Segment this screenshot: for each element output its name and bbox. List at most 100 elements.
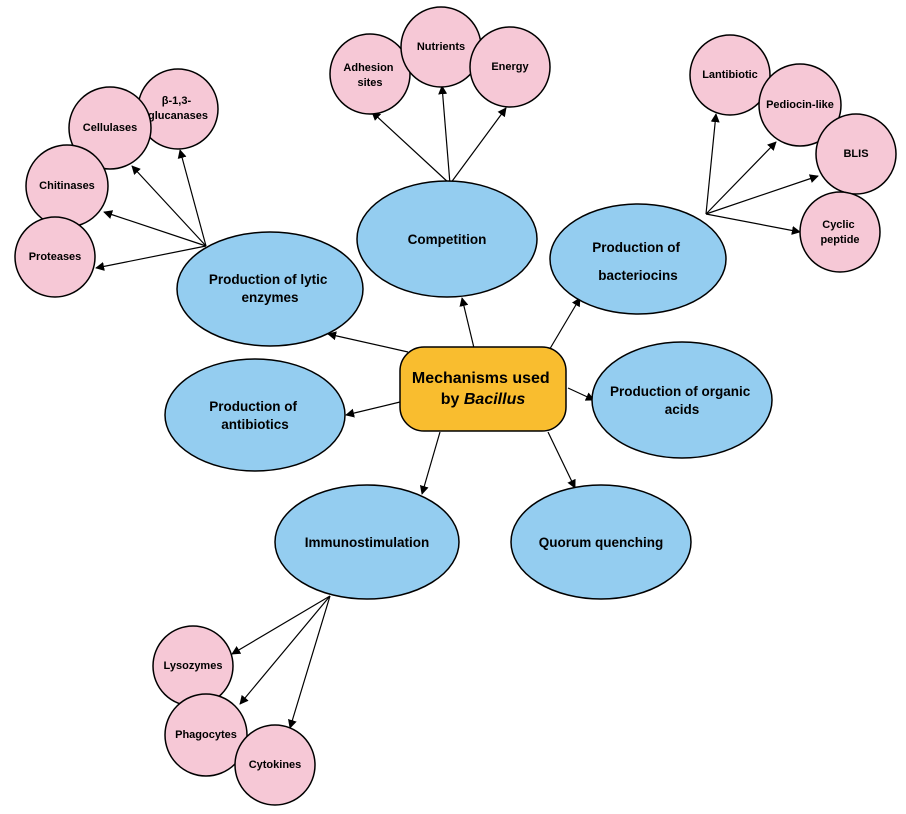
edge-competition-energy — [449, 107, 507, 185]
node-energy: Energy — [469, 26, 551, 108]
immuno-label-line1: Immunostimulation — [305, 535, 430, 550]
glucanases-label: β-1,3- glucanases — [148, 95, 208, 122]
cellulases-label: Cellulases — [83, 122, 137, 134]
bacteriocins-label-line2: bacteriocins — [598, 268, 678, 283]
center-label-bacillus: Bacillus — [464, 391, 525, 408]
phagocytes-label-line1: Phagocytes — [175, 729, 237, 741]
node-quorum-quenching: Quorum quenching — [510, 484, 692, 600]
edge-bacteriocins-lantibiotic — [705, 113, 720, 215]
edge-competition-adhesion — [371, 111, 451, 185]
energy-label-line1: Energy — [491, 61, 529, 73]
lytic-label-line2: enzymes — [241, 290, 298, 305]
chitinases-label-line1: Chitinases — [39, 180, 95, 192]
cytokines-label: Cytokines — [249, 759, 302, 771]
node-blis: BLIS — [815, 113, 897, 195]
edge-immuno-cytokines — [288, 595, 331, 729]
edge-center-quorum — [547, 431, 576, 489]
competition-label: Competition — [408, 232, 487, 247]
node-immunostimulation: Immunostimulation — [274, 484, 460, 600]
cyclic-label-line2: peptide — [820, 234, 859, 246]
pediocin-label-line1: Pediocin-like — [766, 99, 834, 111]
phagocytes-label: Phagocytes — [175, 729, 237, 741]
organic-label-line2: acids — [665, 402, 700, 417]
edge-bacteriocins-pediocin — [705, 141, 777, 215]
lysozymes-label-line1: Lysozymes — [164, 660, 223, 672]
chitinases-label: Chitinases — [39, 180, 95, 192]
adhesion-label: Adhesion sites — [343, 62, 396, 89]
edge-center-lytic — [327, 331, 409, 353]
competition-label-line1: Competition — [408, 232, 487, 247]
node-adhesion-sites: Adhesion sites — [329, 33, 411, 115]
nutrients-label: Nutrients — [417, 41, 465, 53]
proteases-label-line1: Proteases — [29, 251, 82, 263]
center-label-line2: by Bacillus — [441, 391, 526, 408]
adhesion-label-line1: Adhesion — [343, 62, 393, 74]
proteases-label: Proteases — [29, 251, 82, 263]
node-chitinases: Chitinases — [25, 144, 109, 228]
cytokines-label-line1: Cytokines — [249, 759, 302, 771]
edge-lytic-cellulases — [131, 165, 207, 247]
quorum-label-line1: Quorum quenching — [539, 535, 664, 550]
lytic-edges — [95, 149, 207, 271]
node-cytokines: Cytokines — [234, 724, 316, 806]
center-label-by: by — [441, 391, 464, 408]
node-lantibiotic: Lantibiotic — [689, 34, 771, 116]
blis-label-line1: BLIS — [843, 148, 868, 160]
cyclic-label-line1: Cyclic — [822, 219, 854, 231]
edge-center-competition — [459, 297, 475, 349]
node-competition: Competition — [356, 180, 538, 298]
edge-lytic-glucanases — [177, 149, 207, 247]
edge-immuno-phagocytes — [239, 595, 331, 705]
antibiotics-label-line2: antibiotics — [221, 417, 289, 432]
center-label: Mechanisms used by Bacillus — [412, 370, 554, 408]
center-edges — [327, 297, 595, 495]
edge-immuno-lysozymes — [231, 595, 331, 655]
node-proteases: Proteases — [14, 216, 96, 298]
edge-bacteriocins-cyclic — [705, 213, 801, 235]
lantibiotic-label: Lantibiotic — [702, 69, 758, 81]
cyclic-label: Cyclic peptide — [820, 219, 859, 246]
edge-bacteriocins-blis — [705, 174, 819, 215]
node-lytic-enzymes: Production of lytic enzymes — [176, 231, 364, 347]
edge-competition-nutrients — [438, 85, 451, 185]
edge-lytic-proteases — [95, 245, 207, 271]
center-label-line1: Mechanisms used — [412, 370, 550, 387]
node-cyclic-peptide: Cyclic peptide — [799, 191, 881, 273]
competition-edges — [371, 85, 507, 185]
antibiotics-label: Production of antibiotics — [209, 399, 301, 432]
bacteriocins-edges — [705, 113, 819, 235]
edge-lytic-chitinases — [103, 210, 207, 247]
lytic-label: Production of lytic enzymes — [209, 272, 331, 305]
glucanases-label-line2: glucanases — [148, 110, 208, 122]
edge-center-bacteriocins — [547, 297, 581, 353]
antibiotics-label-line1: Production of — [209, 399, 297, 414]
immuno-label: Immunostimulation — [305, 535, 430, 550]
bacteriocins-label-line1: Production of — [592, 240, 680, 255]
immuno-edges — [231, 595, 331, 729]
node-cellulases: Cellulases — [68, 86, 152, 170]
pediocin-label: Pediocin-like — [766, 99, 834, 111]
nutrients-label-line1: Nutrients — [417, 41, 465, 53]
cellulases-label-line1: Cellulases — [83, 122, 137, 134]
energy-label: Energy — [491, 61, 529, 73]
adhesion-label-line2: sites — [357, 77, 382, 89]
node-bacteriocins: Production of bacteriocins — [549, 203, 727, 315]
edge-center-immuno — [419, 431, 441, 495]
node-lysozymes: Lysozymes — [152, 625, 234, 707]
node-nutrients: Nutrients — [400, 6, 482, 88]
node-phagocytes: Phagocytes — [164, 693, 248, 777]
bacteriocins-label: Production of bacteriocins — [592, 240, 684, 283]
edge-center-organic — [567, 387, 595, 401]
edge-center-antibiotics — [345, 401, 401, 418]
node-pediocin-like: Pediocin-like — [758, 63, 842, 147]
lysozymes-label: Lysozymes — [164, 660, 223, 672]
blis-label: BLIS — [843, 148, 868, 160]
quorum-label: Quorum quenching — [539, 535, 664, 550]
organic-label-line1: Production of organic — [610, 384, 751, 399]
node-center: Mechanisms used by Bacillus — [399, 346, 567, 432]
lantibiotic-label-line1: Lantibiotic — [702, 69, 758, 81]
glucanases-label-line1: β-1,3- — [162, 95, 192, 107]
lytic-label-line1: Production of lytic — [209, 272, 328, 287]
node-antibiotics: Production of antibiotics — [164, 358, 346, 472]
